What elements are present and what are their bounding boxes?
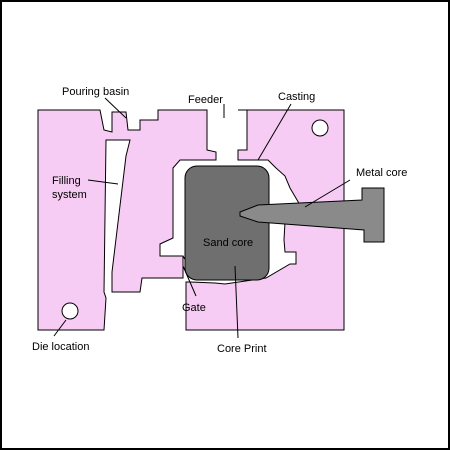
pouring-basin-leader (104, 97, 127, 119)
metal-core (239, 187, 385, 243)
core-print-label: Core Print (217, 343, 267, 355)
metal-core-leader (304, 179, 351, 208)
core-print-leader (234, 265, 239, 339)
gate-label: Gate (182, 302, 206, 314)
sand-core-label: Sand core (203, 237, 253, 249)
filling-system-label-line1: Filling (52, 175, 81, 187)
metal-core-label: Metal core (356, 167, 407, 179)
die-location-label: Die location (32, 341, 89, 353)
gate-leader (182, 265, 197, 297)
die-location-hole-top (311, 119, 329, 137)
feeder-label: Feeder (188, 94, 223, 106)
right-die-half (185, 109, 345, 331)
die-location-hole-bottom (61, 302, 79, 320)
pouring-basin-label: Pouring basin (62, 86, 129, 98)
die-location-leader (53, 319, 67, 337)
filling-system-leader (87, 179, 119, 185)
sand-core (184, 165, 270, 281)
left-die-half (37, 109, 217, 331)
filling-system-label-line2: system (52, 189, 87, 201)
casting-leader (257, 103, 292, 161)
casting-label: Casting (278, 91, 315, 103)
